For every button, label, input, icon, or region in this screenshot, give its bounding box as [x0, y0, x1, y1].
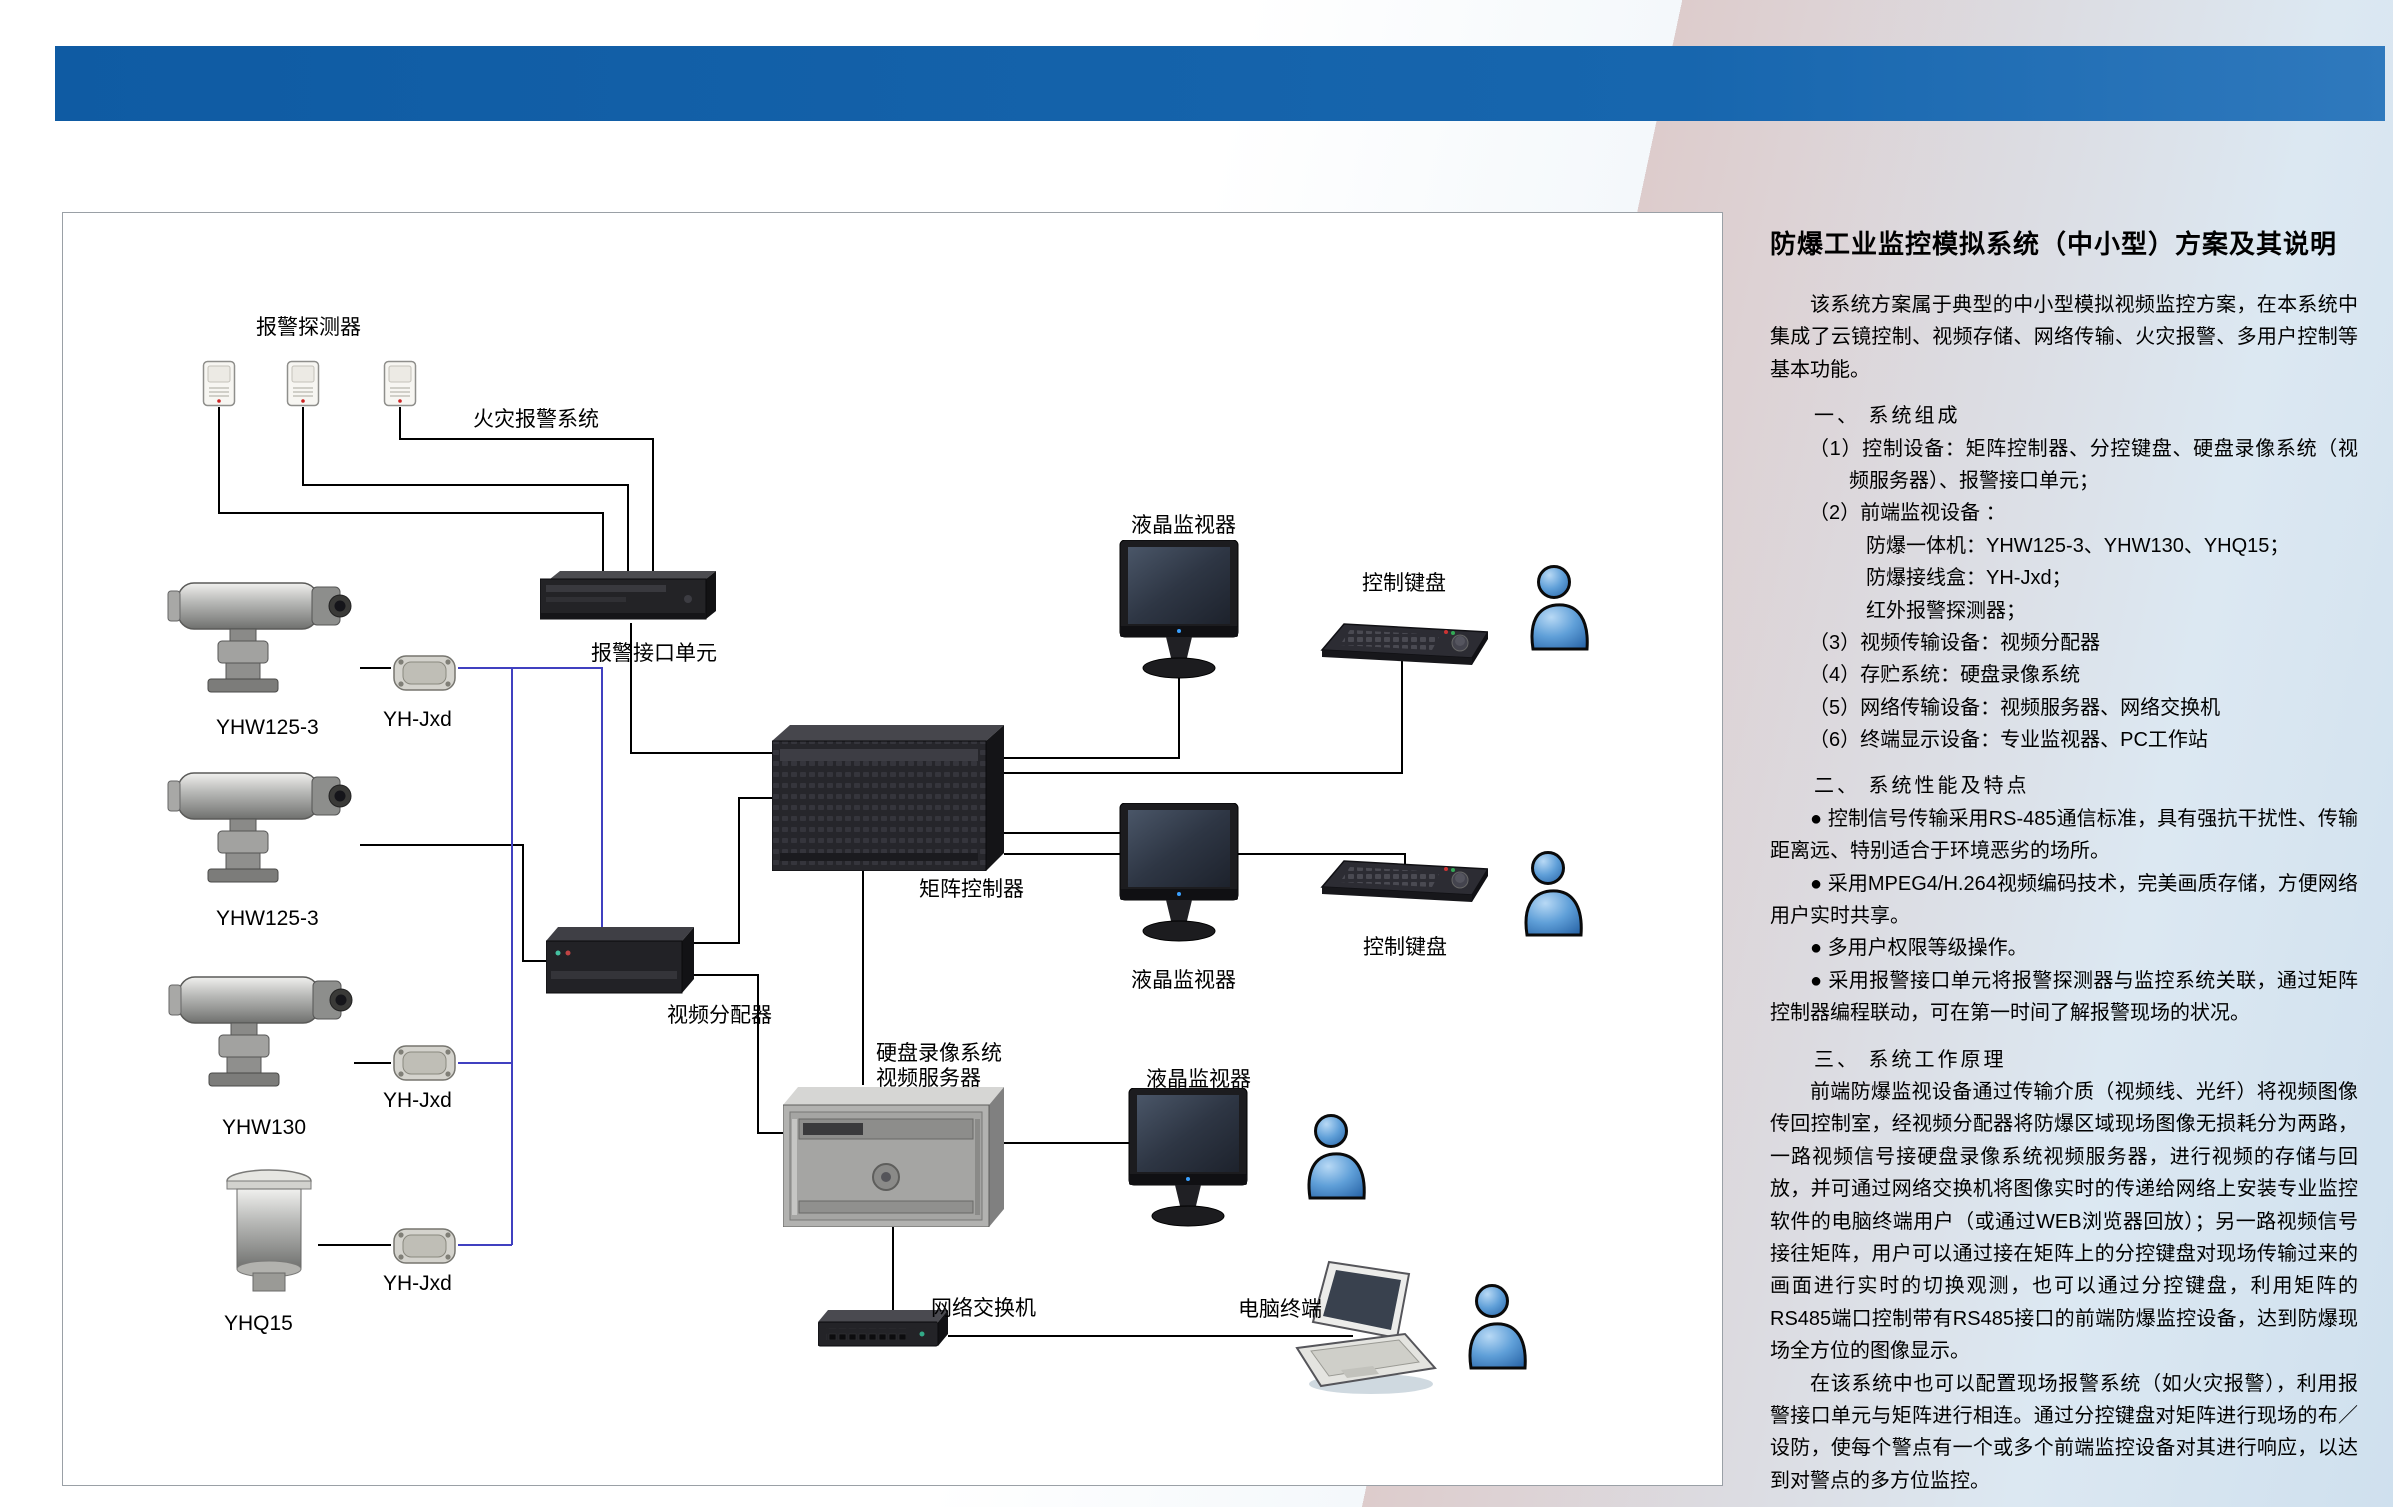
composition-item-3: （3）视频传输设备：视频分配器: [1809, 631, 2101, 654]
description-panel: 防爆工业监控模拟系统（中小型）方案及其说明 该系统方案属于典型的中小型模拟视频监…: [1770, 224, 2358, 1497]
lcd-monitor-icon-top: [1119, 540, 1239, 685]
dvr-label-line2: 视频服务器: [876, 1067, 981, 1090]
control-keyboard-mid-label: 控制键盘: [1363, 936, 1447, 959]
alarm-detector-icon-3: [383, 360, 417, 407]
junction-3-label: YH-Jxd: [383, 1272, 452, 1295]
ptz-camera-icon-yhw125-top: [164, 577, 360, 702]
control-keyboard-top-label: 控制键盘: [1362, 572, 1446, 595]
network-switch-icon: [818, 1308, 948, 1348]
alarm-interface-unit-label: 报警接口单元: [591, 642, 717, 665]
camera-yhw125-top-label: YHW125-3: [216, 716, 319, 739]
system-diagram: 报警探测器 火灾报警系统 报警接口单元 YHW125-3 YH-Jxd YHW1…: [62, 212, 1723, 1486]
matrix-controller-icon: [772, 725, 1004, 871]
feature-bullet-4: ● 采用报警接口单元将报警探测器与监控系统关联，通过矩阵控制器编程联动，可在第一…: [1770, 969, 2358, 1025]
composition-sub-3: 红外报警探测器；: [1866, 599, 2026, 622]
section3-heading: 三、 系统工作原理: [1814, 1048, 2007, 1071]
pc-terminal-label: 电脑终端: [1238, 1298, 1322, 1321]
dvr-label-line1: 硬盘录像系统: [876, 1042, 1002, 1065]
composition-sub-2: 防爆接线盒：YH-Jxd；: [1866, 567, 2072, 590]
video-distributor-icon: [546, 927, 694, 995]
feature-bullet-3: ● 多用户权限等级操作。: [1810, 937, 2028, 960]
operator-icon-mid: [1515, 849, 1590, 937]
composition-item-2: （2）前端监视设备 ：: [1809, 502, 2006, 525]
composition-item-5: （5）网络传输设备：视频服务器、网络交换机: [1809, 696, 2221, 719]
operator-icon-laptop: [1459, 1282, 1534, 1370]
lcd-monitor-bottom-label: 液晶监视器: [1146, 1068, 1251, 1091]
alarm-detector-label: 报警探测器: [256, 316, 361, 339]
junction-box-icon-3: [391, 1224, 458, 1268]
ptz-camera-icon-yhw130: [165, 971, 361, 1096]
camera-yhq15-label: YHQ15: [224, 1312, 293, 1335]
section1-heading: 一、 系统组成: [1814, 405, 1961, 428]
alarm-detector-icon-1: [202, 360, 236, 407]
control-keyboard-icon-top: [1320, 612, 1488, 666]
page-title: 防爆工业监控模拟系统（中小型）方案及其说明: [1770, 229, 2338, 259]
lcd-monitor-icon-mid: [1119, 803, 1239, 948]
operator-icon-bottom: [1298, 1112, 1373, 1200]
matrix-controller-label: 矩阵控制器: [919, 878, 1024, 901]
principle-paragraph-1: 前端防爆监视设备通过传输介质（视频线、光纤）将视频图像传回控制室，经视频分配器将…: [1770, 1080, 2358, 1363]
section2-heading: 二、 系统性能及特点: [1814, 775, 2030, 798]
junction-1-label: YH-Jxd: [383, 708, 452, 731]
camera-yhw125-mid-label: YHW125-3: [216, 907, 319, 930]
control-keyboard-icon-mid: [1320, 849, 1488, 903]
intro-paragraph: 该系统方案属于典型的中小型模拟视频监控方案，在本系统中集成了云镜控制、视频存储、…: [1770, 294, 2358, 381]
alarm-detector-icon-2: [286, 360, 320, 407]
composition-sub-1: 防爆一体机：YHW125-3、YHW130、YHQ15；: [1866, 534, 2290, 557]
video-distributor-label: 视频分配器: [667, 1004, 772, 1027]
operator-icon-top: [1521, 563, 1596, 651]
lcd-monitor-mid-label: 液晶监视器: [1131, 969, 1236, 992]
junction-box-icon-2: [391, 1041, 458, 1085]
feature-bullet-2: ● 采用MPEG4/H.264视频编码技术，完美画质存储，方便网络用户实时共享。: [1770, 872, 2358, 928]
lcd-monitor-icon-bottom: [1128, 1088, 1248, 1233]
cylinder-camera-icon-yhq15: [221, 1165, 318, 1298]
alarm-interface-unit-icon: [540, 571, 716, 623]
junction-box-icon-1: [391, 651, 458, 695]
feature-bullet-1: ● 控制信号传输采用RS-485通信标准，具有强抗干扰性、传输距离远、特别适合于…: [1770, 807, 2358, 863]
ptz-camera-icon-yhw125-mid: [164, 767, 360, 892]
header-bar: [55, 46, 2385, 121]
fire-alarm-system-label: 火灾报警系统: [473, 408, 599, 431]
camera-yhw130-label: YHW130: [222, 1116, 307, 1139]
composition-item-6: （6）终端显示设备：专业监视器、PC工作站: [1809, 729, 2208, 752]
network-switch-label: 网络交换机: [931, 1297, 1036, 1320]
junction-2-label: YH-Jxd: [383, 1089, 452, 1112]
laptop-icon: [1289, 1258, 1437, 1398]
lcd-monitor-top-label: 液晶监视器: [1131, 514, 1236, 537]
composition-item-4: （4）存贮系统：硬盘录像系统: [1809, 664, 2081, 687]
dvr-server-icon: [783, 1085, 1004, 1227]
composition-item-1: （1）控制设备：矩阵控制器、分控键盘、硬盘录像系统（视频服务器）、报警接口单元；: [1809, 437, 2358, 492]
principle-paragraph-2: 在该系统中也可以配置现场报警系统（如火灾报警），利用报警接口单元与矩阵进行相连。…: [1770, 1372, 2358, 1492]
